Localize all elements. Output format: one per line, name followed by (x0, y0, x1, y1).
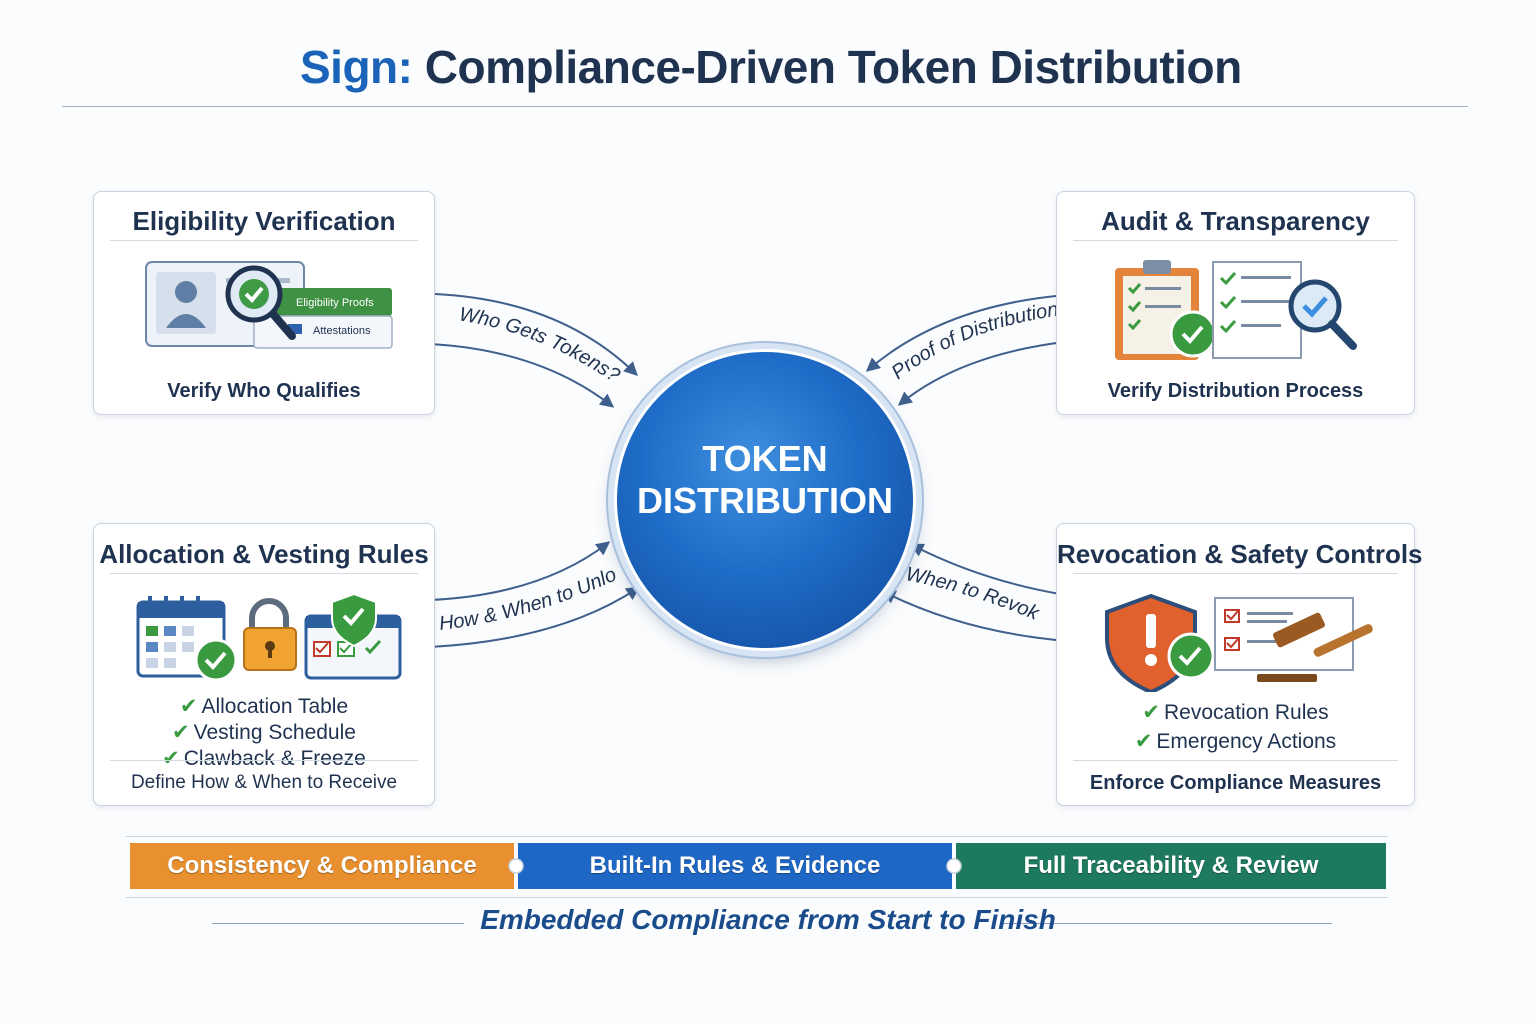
card-caption: Verify Distribution Process (1107, 380, 1364, 402)
card-divider (110, 240, 418, 241)
card-allocation-vesting: Allocation & Vesting Rules ✔Allocation T… (93, 523, 435, 806)
arrow-top-left-2 (429, 343, 615, 408)
footer-rule-left (212, 923, 464, 924)
card-divider (1073, 240, 1398, 241)
card-title: Revocation & Safety Controls (1057, 539, 1423, 569)
check-icon: ✔ (172, 721, 190, 744)
card-title: Allocation & Vesting Rules (99, 539, 429, 569)
arrow-top-right-2 (897, 341, 1065, 406)
brand-name: Sign: (300, 41, 413, 93)
card-caption: Enforce Compliance Measures (1089, 772, 1382, 794)
card-title: Audit & Transparency (1101, 206, 1370, 236)
clipboard-checklist-icon (1115, 260, 1357, 360)
attestations-badge: Attestations (313, 325, 371, 337)
list-item: ✔Allocation Table (179, 695, 349, 718)
footer-tagline: Embedded Compliance from Start to Finish (480, 904, 1056, 935)
token-distribution-hub: TOKEN DISTRIBUTION (614, 349, 916, 651)
title-divider (62, 106, 1468, 107)
pillar-bar-frame (126, 836, 1388, 898)
card-divider (1073, 573, 1398, 574)
hub-line-1: TOKEN (702, 438, 828, 479)
title-text: Compliance-Driven Token Distribution (424, 41, 1242, 93)
arrow-top-left-1 (434, 293, 639, 376)
pillar-full-traceability: Full Traceability & Review (956, 843, 1386, 889)
hub-line-2: DISTRIBUTION (637, 480, 893, 521)
card-title: Eligibility Verification (132, 206, 396, 236)
card-caption: Verify Who Qualifies (167, 380, 361, 402)
check-icon: ✔ (1134, 730, 1153, 753)
card-divider (1073, 760, 1398, 761)
arrow-top-right-1 (865, 295, 1057, 372)
card-eligibility-verification: Eligibility Verification Eligibility Pro… (93, 191, 435, 415)
eligibility-proofs-badge: Eligibility Proofs (296, 297, 374, 309)
id-card-magnifier-icon: Eligibility Proofs Attestations (145, 261, 393, 349)
footer-rule-right (1002, 923, 1332, 924)
card-revocation-safety: Revocation & Safety Controls ✔Revocation… (1056, 523, 1423, 806)
shield-gavel-icon (1105, 593, 1373, 692)
list-item: ✔Revocation Rules (1142, 701, 1329, 724)
pillar-consistency-compliance: Consistency & Compliance (130, 843, 514, 889)
card-divider (110, 573, 418, 574)
allocation-checklist: ✔Allocation Table ✔Vesting Schedule ✔Cla… (94, 694, 434, 772)
check-icon: ✔ (162, 747, 180, 770)
arrow-bottom-left-2 (429, 586, 641, 648)
pillar-built-in-rules: Built-In Rules & Evidence (518, 843, 952, 889)
list-item: ✔Emergency Actions (1134, 730, 1337, 753)
card-caption: Define How & When to Receive (130, 772, 398, 793)
page-title: Sign: Compliance-Driven Token Distributi… (300, 40, 1300, 94)
arrow-bottom-left-1 (429, 541, 611, 601)
list-item: ✔Vesting Schedule (172, 721, 356, 744)
arrow-bottom-right-1 (909, 543, 1061, 595)
list-item: ✔Clawback & Freeze (162, 747, 366, 770)
card-audit-transparency: Audit & Transparency Verify Distribution… (1056, 191, 1415, 415)
check-icon: ✔ (179, 695, 198, 718)
revocation-checklist: ✔Revocation Rules ✔Emergency Actions (1057, 698, 1414, 756)
card-divider (110, 760, 418, 761)
arrow-bottom-right-2 (881, 590, 1057, 641)
calendar-lock-icon (136, 594, 402, 682)
check-icon: ✔ (1142, 701, 1160, 724)
